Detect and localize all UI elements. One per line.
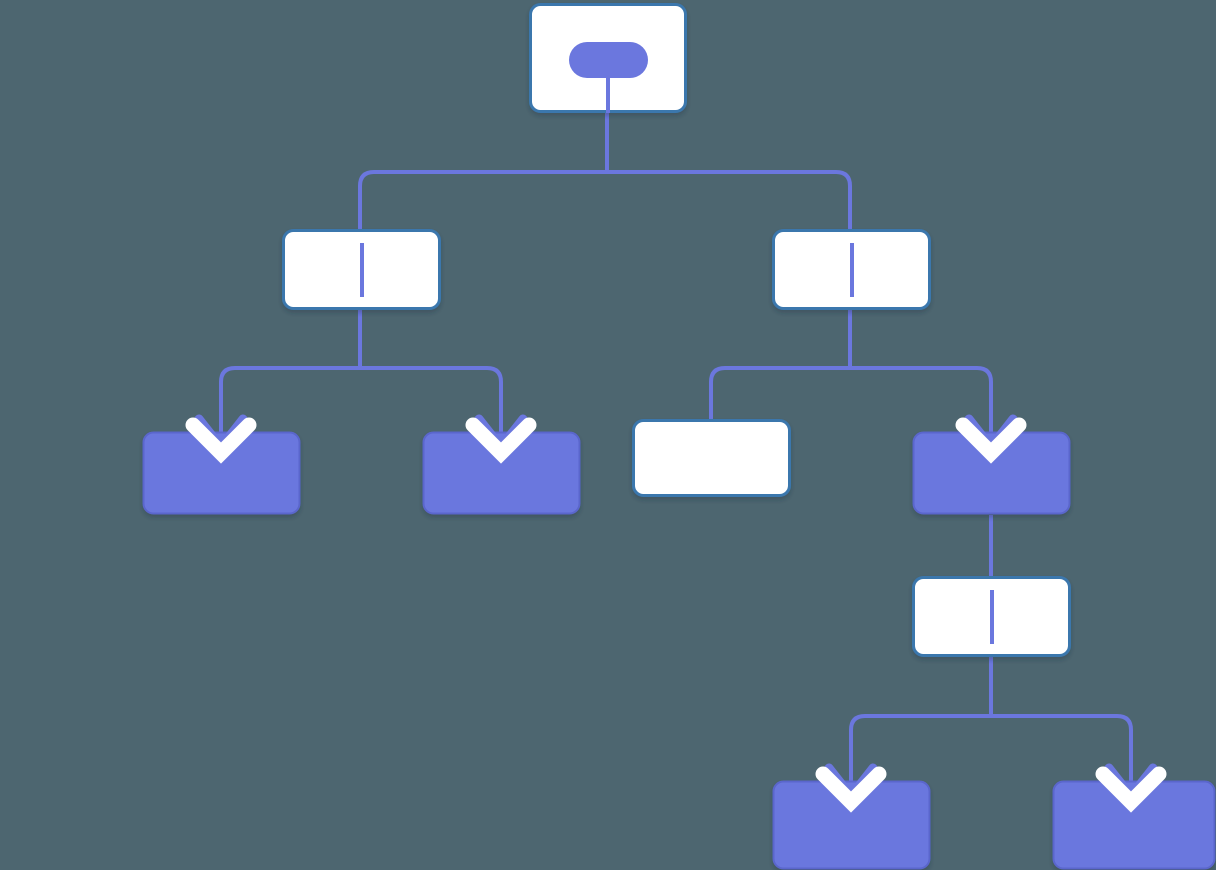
level2-leaf-b-chevron-down-icon <box>465 417 537 464</box>
level4-leaf-right-shape[interactable] <box>1052 780 1216 870</box>
level3-white-node-inner-connector <box>990 590 994 644</box>
level2-branch-node[interactable] <box>912 431 1071 515</box>
level2-leaf-a-shape[interactable] <box>142 431 301 515</box>
edge-level1-left-to-leaf-b[interactable] <box>360 366 503 438</box>
edge-level1-left-to-leaf-a[interactable] <box>219 366 360 438</box>
chevrons-layer <box>185 417 1167 813</box>
level1-left-node-inner-connector <box>360 243 364 297</box>
edge-level3-to-leaf-right[interactable] <box>991 714 1133 787</box>
level2-leaf-a-chevron-down-icon <box>185 417 257 464</box>
level2-white-node[interactable] <box>632 419 791 497</box>
level2-leaf-a[interactable] <box>142 431 301 515</box>
root-node-inner-connector <box>606 60 610 113</box>
level2-leaf-b-shape[interactable] <box>422 431 581 515</box>
level2-leaf-b[interactable] <box>422 431 581 515</box>
edge-level3-to-leaf-left[interactable] <box>849 714 991 787</box>
level2-branch-node-chevron-down-icon <box>955 417 1027 464</box>
nodes-layer <box>142 3 1216 870</box>
level4-leaf-left-shape[interactable] <box>772 780 931 870</box>
level2-white-node-shape[interactable] <box>632 419 791 497</box>
edge-level1-right-to-branch-node[interactable] <box>850 366 993 438</box>
edge-root-to-level1-left[interactable] <box>358 170 607 229</box>
level4-leaf-right[interactable] <box>1052 780 1216 870</box>
edges-layer <box>219 113 1133 787</box>
level1-right-node-inner-connector <box>850 243 854 297</box>
level4-leaf-left[interactable] <box>772 780 931 870</box>
level4-leaf-right-chevron-down-icon <box>1095 766 1167 813</box>
level2-branch-node-shape[interactable] <box>912 431 1071 515</box>
level4-leaf-left-chevron-down-icon <box>815 766 887 813</box>
edge-level1-right-to-white-node[interactable] <box>709 366 850 419</box>
edge-root-to-level1-right[interactable] <box>607 170 852 229</box>
